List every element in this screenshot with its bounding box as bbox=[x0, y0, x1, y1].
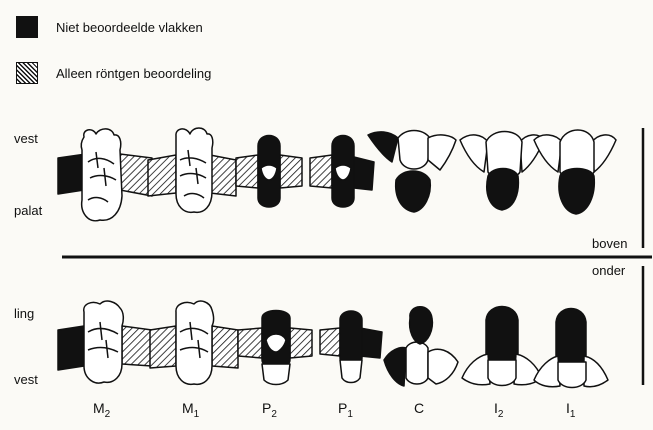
tooth-c-lower bbox=[384, 307, 458, 386]
tooth-p2-upper bbox=[236, 136, 302, 208]
tooth-p1-upper bbox=[310, 136, 374, 208]
tooth-i2-lower bbox=[462, 307, 542, 386]
tooth-i1-upper bbox=[534, 130, 616, 214]
tooth-i1-lower bbox=[534, 309, 608, 388]
tooth-p2-lower bbox=[238, 311, 312, 385]
tooth-m1-lower bbox=[150, 301, 238, 384]
tooth-c-upper bbox=[368, 131, 456, 213]
tooth-m1-upper bbox=[148, 128, 236, 212]
tooth-m2-upper bbox=[58, 129, 152, 221]
tooth-m2-lower bbox=[58, 301, 152, 383]
tooth-p1-lower bbox=[320, 311, 382, 383]
tooth-i2-upper bbox=[460, 132, 544, 211]
